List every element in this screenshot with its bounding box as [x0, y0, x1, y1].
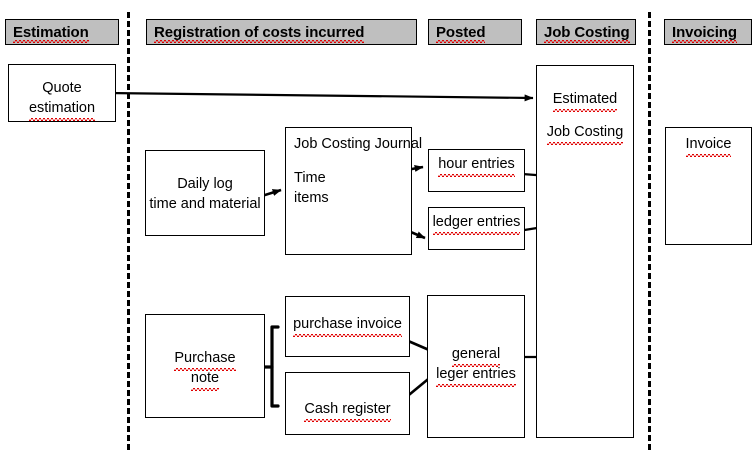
phase-header-registration-label: Registration of costs incurred: [154, 23, 365, 43]
node-purchase-note-line1: Purchase: [146, 348, 264, 371]
node-invoice[interactable]: Invoice: [665, 127, 752, 245]
node-hour-entries[interactable]: hour entries: [428, 149, 525, 192]
node-quote-estimation-line1: Quote: [42, 80, 82, 96]
node-job-costing-line1: Estimated: [537, 89, 633, 112]
node-ledger-entries-label: ledger entries: [429, 212, 524, 235]
node-job-costing-journal-line2: items: [294, 190, 329, 206]
node-purchase-note-line2: note: [146, 368, 264, 391]
node-daily-log[interactable]: Daily log time and material: [145, 150, 265, 236]
phase-header-estimation: Estimation: [5, 19, 119, 45]
node-cash-register[interactable]: Cash register: [285, 372, 410, 435]
phase-header-posted-label: Posted: [436, 23, 486, 43]
phase-header-estimation-label: Estimation: [13, 23, 89, 43]
node-quote-estimation-line2: estimation: [9, 98, 115, 121]
node-job-costing-journal[interactable]: Job Costing Journal Time items: [285, 127, 422, 255]
phase-header-jobcosting-label: Job Costing: [544, 23, 630, 43]
phase-header-invoicing-label: Invoicing: [672, 23, 737, 43]
arrow-quote-to-jobcosting: [107, 91, 534, 102]
node-daily-log-line1: Daily log: [177, 176, 233, 192]
phase-header-registration: Registration of costs incurred: [146, 19, 417, 45]
node-cash-register-label: Cash register: [286, 399, 409, 422]
phase-header-posted: Posted: [428, 19, 522, 45]
node-job-costing[interactable]: Estimated Job Costing: [536, 65, 634, 438]
node-job-costing-journal-line1: Time: [294, 170, 326, 186]
node-invoice-label: Invoice: [666, 134, 751, 157]
node-purchase-note[interactable]: Purchase note: [145, 314, 265, 418]
phase-divider-left: [127, 12, 130, 450]
node-general-leger-entries[interactable]: general leger entries: [427, 295, 525, 438]
node-purchase-invoice[interactable]: purchase invoice: [285, 296, 410, 357]
phase-header-jobcosting: Job Costing: [536, 19, 636, 45]
node-quote-estimation[interactable]: Quote estimation: [8, 64, 116, 122]
node-ledger-entries[interactable]: ledger entries: [428, 207, 525, 250]
phase-divider-right: [648, 12, 651, 450]
node-general-leger-entries-line1: general: [428, 344, 524, 367]
node-hour-entries-label: hour entries: [429, 154, 524, 177]
node-job-costing-line2: Job Costing: [537, 122, 633, 145]
node-general-leger-entries-line2: leger entries: [428, 364, 524, 387]
node-daily-log-line2: time and material: [149, 196, 261, 212]
node-job-costing-journal-title: Job Costing Journal: [294, 136, 423, 152]
brace-purchase-note: [270, 325, 280, 408]
node-purchase-invoice-label: purchase invoice: [286, 314, 409, 337]
phase-header-invoicing: Invoicing: [664, 19, 752, 45]
